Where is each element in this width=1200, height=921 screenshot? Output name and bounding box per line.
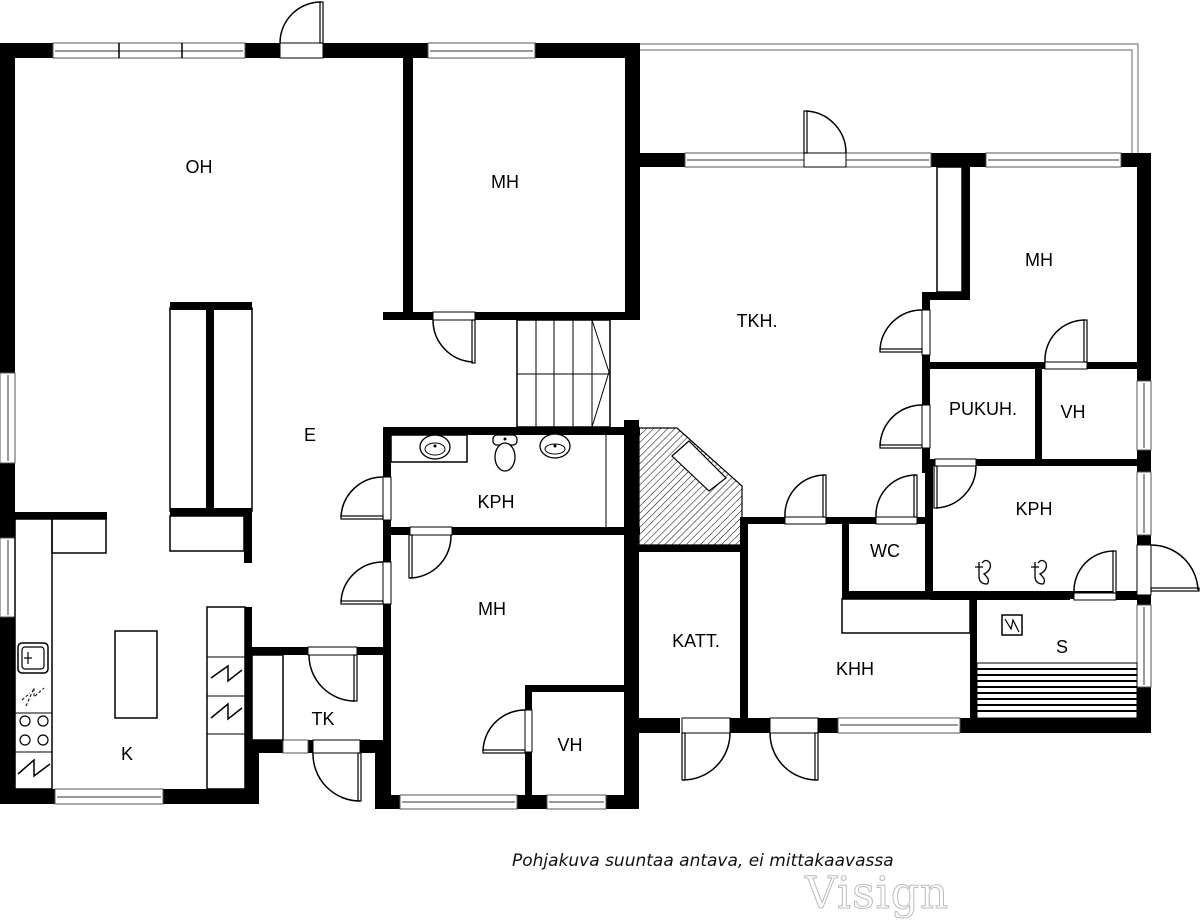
- room-labels: OH MH TKH. MH PUKUH. VH E KPH KPH WC MH …: [121, 157, 1086, 764]
- door-tk-exterior: [312, 739, 362, 802]
- interior-walls: [15, 55, 1138, 809]
- exterior-walls: [0, 43, 1151, 809]
- door-katt-exterior: [681, 717, 731, 781]
- room-label-mh-top: MH: [491, 172, 519, 192]
- door-vh-bottom: [482, 709, 533, 754]
- room-label-e: E: [304, 425, 316, 445]
- terrace-outline: [638, 43, 1139, 155]
- door-mh-center-e: [340, 561, 392, 605]
- door-tk: [307, 646, 358, 702]
- room-label-mh-right: MH: [1025, 250, 1053, 270]
- room-label-tkh: TKH.: [736, 311, 777, 331]
- room-label-pukuh: PUKUH.: [949, 399, 1017, 419]
- door-wc: [875, 474, 918, 525]
- room-label-vh-bottom: VH: [557, 735, 582, 755]
- room-label-khh: KHH: [836, 659, 874, 679]
- shower-icon: [975, 559, 992, 585]
- door-exterior-right: [1136, 544, 1200, 596]
- room-label-wc: WC: [870, 541, 900, 561]
- room-label-mh-center: MH: [478, 599, 506, 619]
- room-label-k: K: [121, 744, 133, 764]
- room-label-vh-right: VH: [1060, 402, 1085, 422]
- door-mh-center: [408, 526, 453, 579]
- room-label-katt: KATT.: [672, 631, 720, 651]
- door-terrace: [803, 110, 847, 168]
- door-khh-exterior: [769, 717, 819, 781]
- sauna-bench: [976, 662, 1138, 719]
- room-label-oh: OH: [186, 157, 213, 177]
- door-kph-center: [340, 476, 392, 521]
- disclaimer-caption: Pohjakuva suuntaa antava, ei mittakaavas…: [512, 851, 894, 871]
- door-mh-right: [879, 309, 931, 356]
- room-label-kph-right: KPH: [1015, 499, 1052, 519]
- doors: [279, 1, 1200, 802]
- door-pukuh: [879, 404, 931, 449]
- door-mh-top: [432, 311, 476, 364]
- door-kph-right: [933, 458, 977, 509]
- room-label-s: S: [1056, 637, 1068, 657]
- fixtures: [14, 166, 1138, 790]
- door-sauna: [1073, 550, 1117, 601]
- door-entry-top: [279, 1, 324, 59]
- room-label-kph-center: KPH: [477, 492, 514, 512]
- door-vh-right: [1044, 319, 1088, 370]
- shower-icon: [1031, 559, 1048, 585]
- door-khh: [784, 474, 827, 525]
- watermark-logo: Visign: [804, 868, 950, 920]
- room-label-tk: TK: [311, 709, 334, 729]
